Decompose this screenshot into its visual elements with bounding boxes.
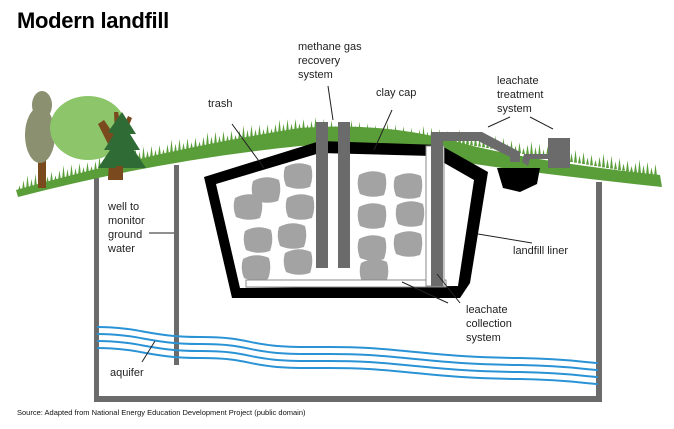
trash-piece [357,171,387,197]
label-well-line1: well to [107,201,139,213]
leachate-treatment-system [431,132,570,286]
label-well-line3: ground [108,229,142,241]
label-leachate-treatment-line3: system [497,103,532,115]
trash-piece [241,255,271,281]
diagram-title: Modern landfill [17,8,169,33]
label-well-line2: monitor [108,215,145,227]
label-trash: trash [208,98,232,110]
label-aquifer: aquifer [110,367,144,379]
trash-piece [359,259,389,285]
label-leachate-collection-line2: collection [466,318,512,330]
label-landfill-liner: landfill liner [513,245,568,257]
monitoring-well [174,165,179,365]
trash-piece [357,235,387,261]
trash-piece [393,173,423,199]
ground-cross-section [94,178,602,402]
trash-piece [277,223,307,249]
trash-piece [283,163,313,189]
trash-piece [251,177,281,203]
label-methane-line1: methane gas [298,41,362,53]
label-methane-line3: system [298,69,333,81]
label-leachate-treatment: leachate treatment system [497,75,543,115]
label-methane: methane gas recovery system [298,41,362,81]
trash-pieces [233,163,425,285]
label-leachate-collection-line1: leachate [466,304,508,316]
leader-lines [141,85,554,363]
trash-piece [233,194,263,220]
label-methane-line2: recovery [298,55,341,67]
label-well-line4: water [107,243,135,255]
label-leachate-treatment-line1: leachate [497,75,539,87]
trees [25,91,146,188]
source-caption: Source: Adapted from National Energy Edu… [17,408,306,417]
label-leachate-treatment-line2: treatment [497,89,543,101]
trash-piece [243,227,273,253]
methane-vent-pipes [316,122,350,268]
label-well: well to monitor ground water [107,201,145,255]
label-leachate-collection: leachate collection system [466,304,512,344]
trash-piece [395,201,425,227]
trash-piece [393,231,423,257]
trash-piece [283,249,313,275]
label-clay-cap: clay cap [376,87,416,99]
trash-piece [357,203,387,229]
trash-piece [285,194,315,220]
label-leachate-collection-line3: system [466,332,501,344]
aquifer-water [96,326,599,385]
